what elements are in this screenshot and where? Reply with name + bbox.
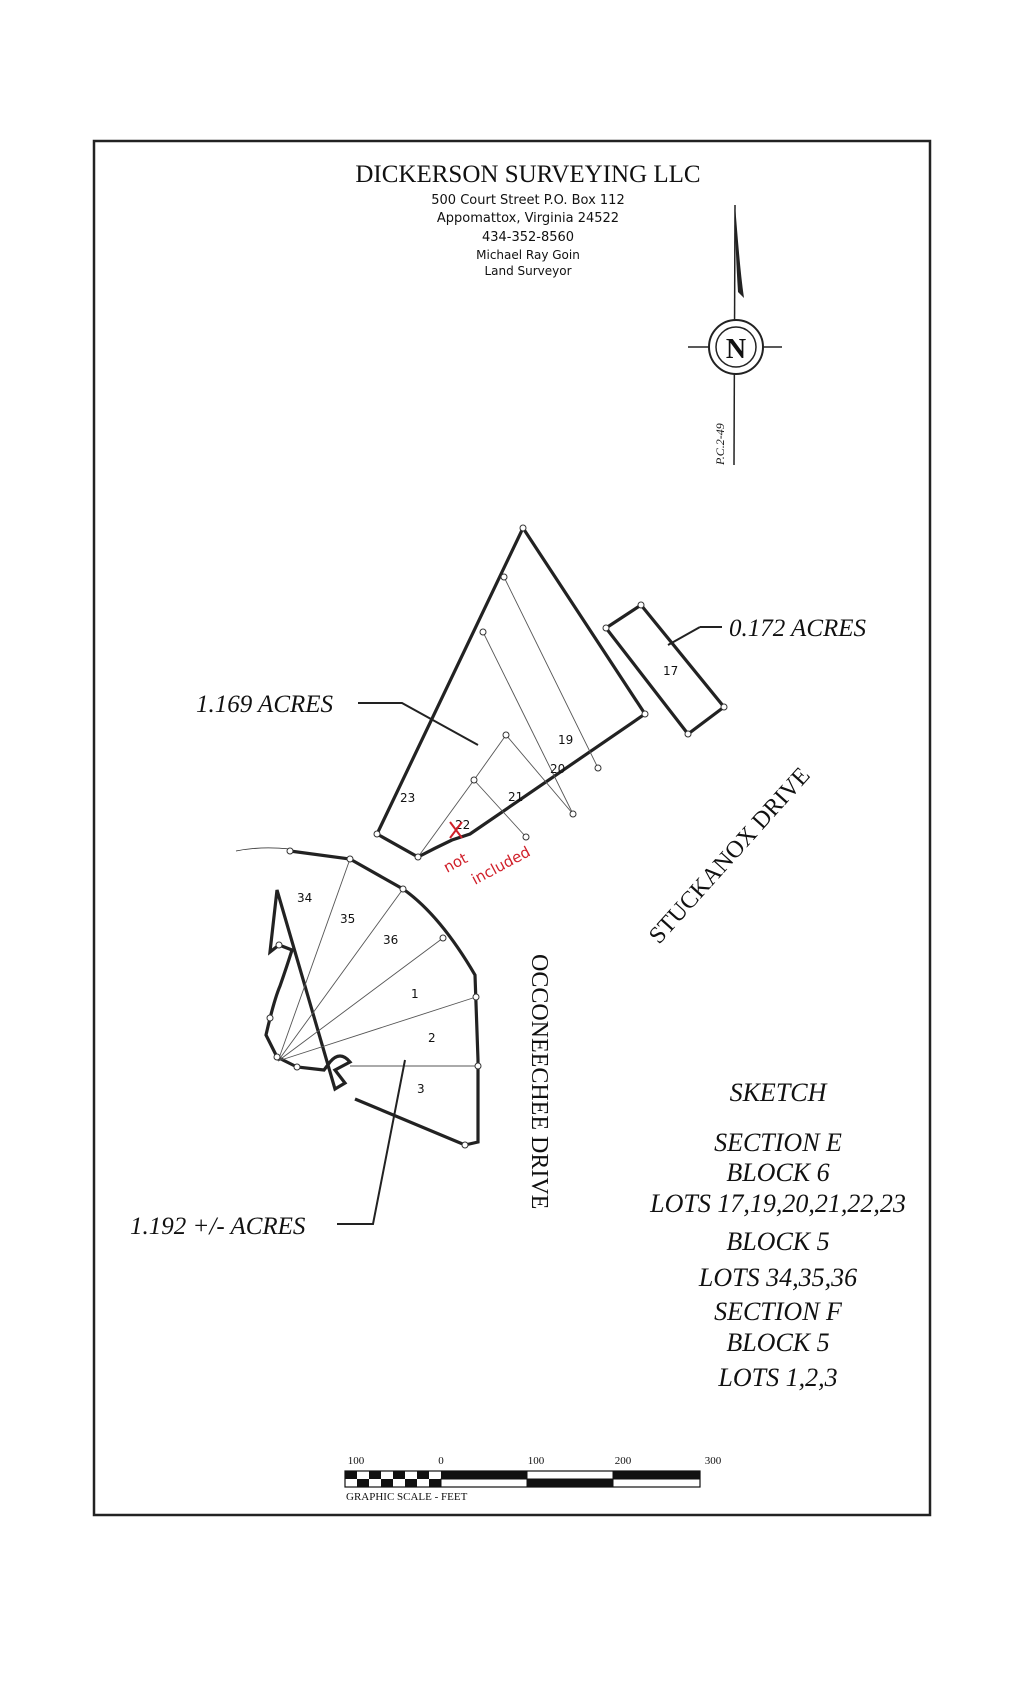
surveyor-name: Michael Ray Goin <box>476 248 580 262</box>
lot-label-35: 35 <box>340 912 355 926</box>
lower-parcel: 34 35 36 1 2 3 <box>235 847 482 1149</box>
lot-label-20: 20 <box>550 762 565 776</box>
company-address: 500 Court Street P.O. Box 112 <box>431 193 624 208</box>
area-label-lower: 1.192 +/- ACRES <box>130 1213 306 1240</box>
lot-label-22: 22 <box>455 818 470 832</box>
north-arrow-icon: N P.C.2-49 <box>688 204 782 466</box>
legend-lots-f: LOTS 1,2,3 <box>717 1363 837 1392</box>
scale-check <box>429 1471 441 1479</box>
scale-check <box>393 1471 405 1479</box>
legend-lots-b5: LOTS 34,35,36 <box>698 1263 857 1292</box>
acreage-callouts: 0.172 ACRES 1.169 ACRES 1.192 +/- ACRES <box>130 615 867 1240</box>
scale-checker <box>345 1471 441 1487</box>
scale-check <box>357 1479 369 1487</box>
surveyor-title: Land Surveyor <box>484 264 571 278</box>
company-name: DICKERSON SURVEYING LLC <box>355 161 700 188</box>
scale-check <box>393 1479 405 1487</box>
scale-check <box>405 1471 417 1479</box>
lot-label-2: 2 <box>428 1031 436 1045</box>
scale-check <box>417 1471 429 1479</box>
lot-label-3: 3 <box>417 1082 425 1096</box>
lot-label-23: 23 <box>400 791 415 805</box>
annotation-not: not <box>440 849 470 876</box>
company-city: Appomattox, Virginia 24522 <box>437 211 619 226</box>
legend-lots-e: LOTS 17,19,20,21,22,23 <box>649 1189 906 1218</box>
legend-block-6: BLOCK 6 <box>726 1158 829 1187</box>
road-label-stuckanox: STUCKANOX DRIVE <box>644 763 815 949</box>
scale-check <box>405 1479 417 1487</box>
scale-label-0: 0 <box>438 1455 444 1467</box>
upper-parcel: 19 20 21 22 23 <box>373 524 649 861</box>
lot-label-21: 21 <box>508 790 523 804</box>
scale-label-200: 200 <box>615 1455 632 1467</box>
lot-label-17: 17 <box>663 664 678 678</box>
scale-check <box>345 1479 357 1487</box>
lot-label-1: 1 <box>411 987 419 1001</box>
lot-label-19: 19 <box>558 733 573 747</box>
page-border <box>92 139 932 1517</box>
scale-caption: GRAPHIC SCALE - FEET <box>346 1491 468 1503</box>
scale-check <box>381 1479 393 1487</box>
scale-check <box>381 1471 393 1479</box>
scale-label-100: 100 <box>528 1455 545 1467</box>
scale-check <box>369 1479 381 1487</box>
legend-block-5b: BLOCK 5 <box>726 1328 829 1357</box>
annotation-included: included <box>468 843 533 889</box>
scale-check <box>429 1479 441 1487</box>
not-included-annotation: not included <box>440 821 533 889</box>
scale-check <box>345 1471 357 1479</box>
sketch-legend: SKETCH SECTION E BLOCK 6 LOTS 17,19,20,2… <box>649 1078 906 1392</box>
company-phone: 434-352-8560 <box>482 230 574 245</box>
area-label-lot-17: 0.172 ACRES <box>729 615 867 642</box>
scale-check <box>357 1471 369 1479</box>
header: DICKERSON SURVEYING LLC 500 Court Street… <box>355 161 700 278</box>
north-letter: N <box>726 334 746 365</box>
road-label-occoneechee: OCCONEECHEE DRIVE <box>526 954 552 1209</box>
legend-section-f: SECTION F <box>714 1297 843 1326</box>
scale-label-100-left: 100 <box>348 1455 365 1467</box>
scale-label-300: 300 <box>705 1455 722 1467</box>
lot-label-36: 36 <box>383 933 398 947</box>
legend-section-e: SECTION E <box>714 1128 842 1157</box>
legend-block-5a: BLOCK 5 <box>726 1227 829 1256</box>
lot-label-34: 34 <box>297 891 312 905</box>
area-label-main: 1.169 ACRES <box>196 691 334 718</box>
lot-17-parcel: 17 <box>602 601 728 738</box>
scale-check <box>417 1479 429 1487</box>
graphic-scale: 100 0 100 200 300 GRAPHIC SCALE - FEET <box>344 1455 722 1503</box>
scale-check <box>369 1471 381 1479</box>
plat-reference: P.C.2-49 <box>713 423 727 466</box>
legend-title: SKETCH <box>730 1078 828 1107</box>
